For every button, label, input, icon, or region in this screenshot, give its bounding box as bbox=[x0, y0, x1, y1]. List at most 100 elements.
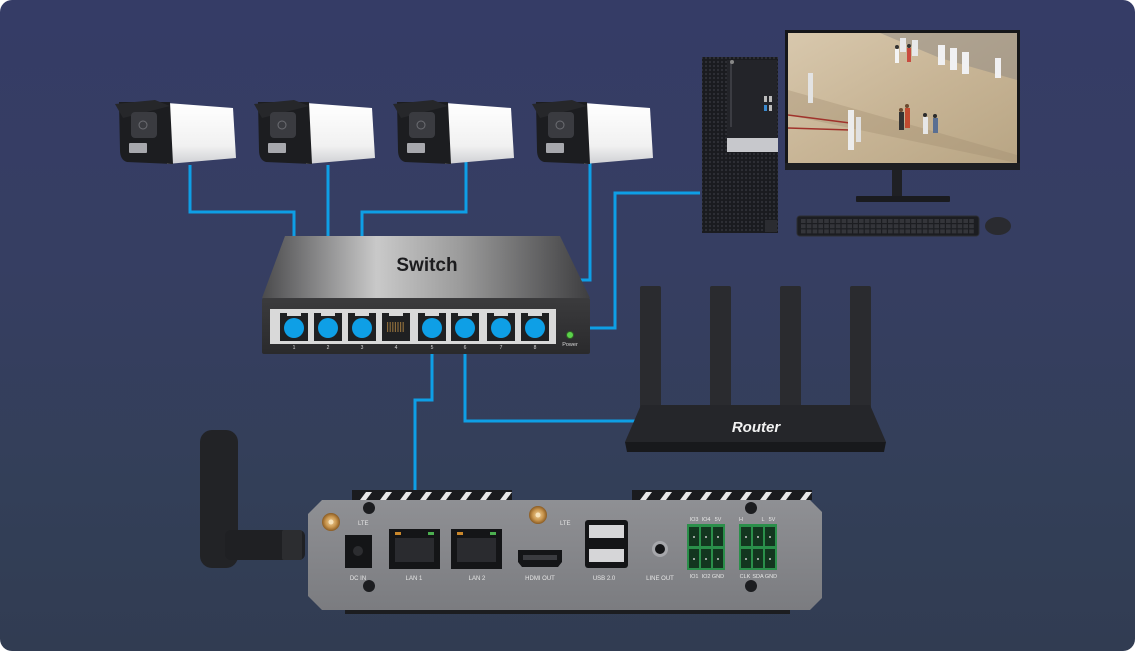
key bbox=[812, 219, 818, 223]
key bbox=[859, 224, 864, 229]
fin-highlight bbox=[380, 492, 392, 500]
camera-hood bbox=[254, 100, 309, 118]
edge-mini-pc: LTE LTE DC IN LAN 1 LAN 2 HDMI OUT USB 2… bbox=[200, 430, 822, 614]
key bbox=[888, 229, 893, 234]
key bbox=[876, 224, 881, 229]
key bbox=[905, 229, 910, 234]
power-button-icon bbox=[730, 60, 734, 64]
power-label: Power bbox=[562, 342, 578, 348]
key bbox=[812, 224, 818, 229]
key bbox=[951, 224, 957, 229]
switch-port-8[interactable]: 8 bbox=[521, 311, 549, 351]
fin-highlight bbox=[420, 492, 432, 500]
lte-connector-pin bbox=[328, 519, 334, 525]
router-body bbox=[625, 405, 886, 442]
camera-lens-icon bbox=[416, 120, 426, 130]
key bbox=[911, 229, 916, 234]
camera-ir-light bbox=[268, 143, 286, 153]
switch-port-5[interactable]: 5 bbox=[418, 311, 446, 351]
switch-port-3[interactable]: 3 bbox=[348, 311, 376, 351]
router-label: Router bbox=[732, 419, 781, 436]
key bbox=[801, 219, 806, 223]
usb-port-icon bbox=[764, 96, 767, 102]
fin-highlight bbox=[680, 492, 692, 500]
monitor-bezel-bottom bbox=[785, 163, 1020, 170]
camera-housing bbox=[445, 103, 514, 164]
port-number-label: 3 bbox=[361, 345, 364, 351]
lte-connector-pin bbox=[535, 512, 541, 518]
key bbox=[969, 224, 974, 229]
cable-plug-icon bbox=[455, 318, 475, 338]
key bbox=[922, 224, 928, 229]
port-pin bbox=[402, 322, 404, 332]
lan2-led bbox=[457, 532, 463, 535]
switch-port-4[interactable]: 4 bbox=[382, 311, 410, 351]
mouse-icon bbox=[985, 217, 1011, 235]
switch-port-2[interactable]: 2 bbox=[314, 311, 342, 351]
lan1-led bbox=[428, 532, 434, 535]
key bbox=[818, 224, 823, 229]
gpio-bottom-label: IO1 bbox=[690, 574, 699, 580]
usb-port-icon bbox=[769, 96, 772, 102]
port-pin bbox=[394, 322, 396, 332]
lan1-socket bbox=[395, 538, 434, 562]
terminal-pin bbox=[757, 536, 759, 538]
cable-port-6-to-router bbox=[463, 328, 705, 423]
key bbox=[893, 219, 899, 223]
key bbox=[876, 219, 881, 223]
port-clip bbox=[494, 311, 508, 316]
monitor-stand bbox=[892, 170, 902, 198]
port-number-label: 1 bbox=[293, 345, 296, 351]
cable-plug-icon bbox=[422, 318, 442, 338]
i2c-bottom-label: GND bbox=[765, 574, 777, 580]
router-antenna bbox=[780, 286, 801, 416]
key bbox=[888, 224, 893, 229]
key bbox=[870, 219, 876, 223]
switch-port-7[interactable]: 7 bbox=[487, 311, 515, 351]
key bbox=[853, 219, 858, 223]
port-pin bbox=[387, 322, 389, 332]
key bbox=[911, 219, 916, 223]
camera-housing bbox=[306, 103, 375, 164]
camera-ir-light bbox=[407, 143, 425, 153]
fin-highlight bbox=[640, 492, 652, 500]
lan1-led bbox=[395, 532, 401, 535]
key bbox=[864, 219, 870, 223]
key bbox=[899, 224, 905, 229]
hdmi-socket bbox=[523, 555, 557, 560]
key bbox=[864, 224, 870, 229]
key bbox=[928, 229, 934, 234]
i2c-bottom-label: SDA bbox=[752, 574, 764, 580]
fin-highlight bbox=[440, 492, 452, 500]
key bbox=[841, 224, 847, 229]
hdmi-label: HDMI OUT bbox=[525, 576, 555, 582]
fin-highlight bbox=[480, 492, 492, 500]
terminal-pin bbox=[757, 558, 759, 560]
port-pin bbox=[400, 322, 402, 332]
port-number-label: 7 bbox=[500, 345, 503, 351]
switch-port-1[interactable]: 1 bbox=[280, 311, 308, 351]
switch-top-panel bbox=[262, 236, 590, 298]
fin-highlight bbox=[360, 492, 372, 500]
line-out-jack bbox=[655, 544, 665, 554]
camera-3 bbox=[393, 100, 514, 164]
router-antenna bbox=[640, 286, 661, 416]
key bbox=[893, 229, 899, 234]
terminal-pin bbox=[705, 558, 707, 560]
key bbox=[812, 229, 818, 234]
key bbox=[847, 229, 852, 234]
fin-highlight bbox=[400, 492, 412, 500]
port-clip bbox=[425, 311, 439, 316]
switch-port-6[interactable]: 6 bbox=[451, 311, 479, 351]
screw-icon bbox=[745, 502, 757, 514]
key bbox=[847, 224, 852, 229]
key bbox=[824, 224, 829, 229]
i2c-top-label: L bbox=[761, 517, 764, 523]
fin-highlight bbox=[500, 492, 512, 500]
port-number-label: 6 bbox=[464, 345, 467, 351]
heatsink-fins bbox=[345, 490, 812, 614]
key bbox=[806, 229, 812, 234]
router-base bbox=[625, 442, 886, 452]
gpio-top-label: IO3 bbox=[690, 517, 699, 523]
